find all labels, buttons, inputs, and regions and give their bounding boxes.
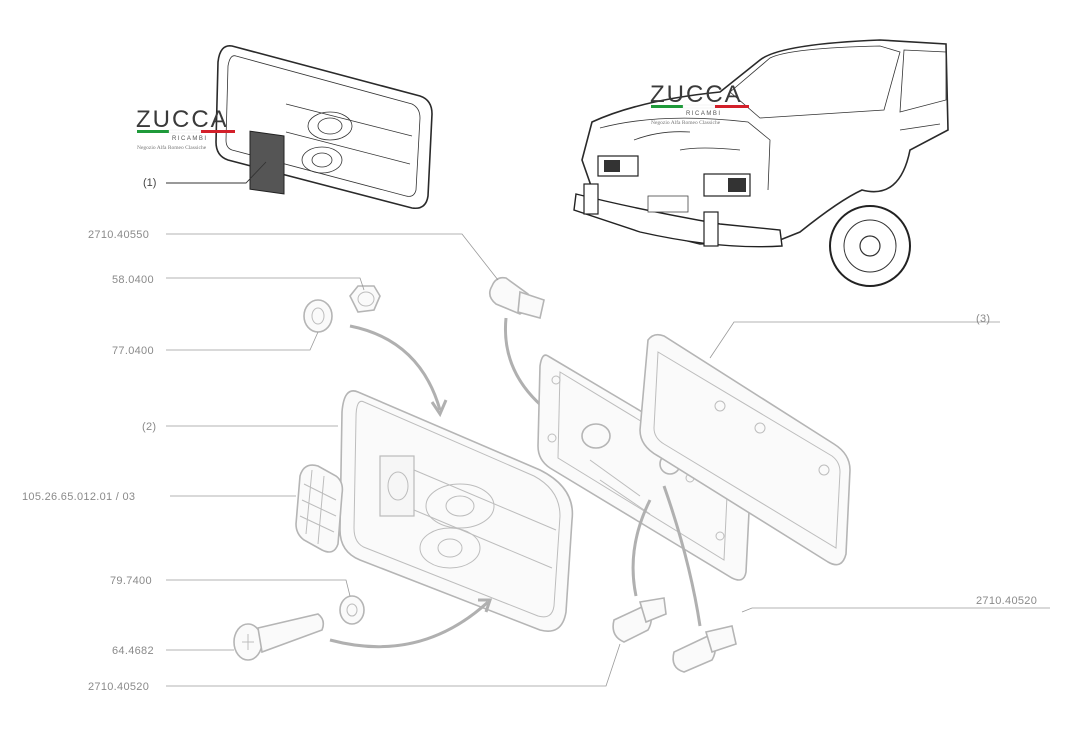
part-number-reflector: 105.26.65.012.01 / 03 (22, 491, 135, 503)
logo-name: ZUCCA (650, 81, 743, 108)
reflector (295, 464, 344, 553)
part-number-washer-top: 77.0400 (112, 345, 154, 357)
part-number-screw: 64.4682 (112, 645, 154, 657)
car-rear-illustration (573, 39, 949, 287)
callout-1-label: (1) (143, 177, 156, 189)
tail-light-assembly-illustration (215, 45, 433, 210)
logo-tagline: Negozio Alfa Romeo Classiche (651, 119, 721, 126)
logo-tagline: Negozio Alfa Romeo Classiche (137, 144, 207, 151)
zucca-logo-left: ZUCCA RICAMBI Negozio Alfa Romeo Classic… (136, 106, 235, 151)
lens-item-2 (339, 390, 574, 632)
assembly-arrow (631, 499, 652, 597)
bulb-top (488, 276, 545, 319)
bulb-bottom-left (612, 597, 667, 643)
reflector-grid (249, 130, 285, 195)
part-number-bulb-bottom-left: 2710.40520 (88, 681, 149, 693)
part-number-bulb-top: 2710.40550 (88, 229, 149, 241)
part-number-washer-bottom: 79.7400 (110, 575, 152, 587)
logo-sub: RICAMBI (686, 111, 722, 117)
callout-2-label: (2) (142, 421, 156, 433)
zucca-logo-right: ZUCCA RICAMBI Negozio Alfa Romeo Classic… (650, 81, 749, 126)
assembly-arrow (349, 324, 442, 411)
gasket-item-3 (639, 333, 851, 566)
washer-top (303, 299, 333, 333)
nut (349, 285, 381, 313)
logo-name: ZUCCA (136, 106, 229, 133)
callout-3-label: (3) (976, 313, 990, 325)
assembly-arrow (662, 485, 702, 627)
logo-sub: RICAMBI (172, 136, 208, 142)
part-number-nut: 58.0400 (112, 274, 154, 286)
bulb-bottom-right (672, 625, 737, 673)
washer-bottom (339, 595, 365, 625)
screw (233, 613, 325, 661)
assembly-arrow (329, 600, 490, 649)
part-number-bulb-bottom-right: 2710.40520 (976, 595, 1037, 607)
